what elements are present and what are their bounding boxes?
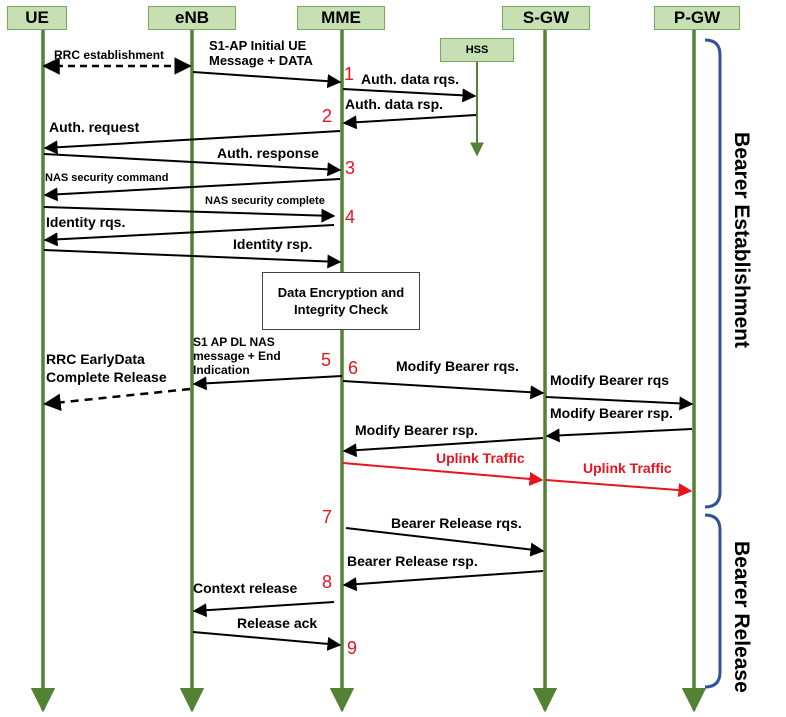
s1ap-dl-nas-label: S1 AP DL NAS message + End Indication (193, 335, 281, 377)
hss-entity: HSS (440, 38, 514, 62)
modify-bearer-rqs-1-label: Modify Bearer rqs. (396, 358, 519, 374)
step-number-7: 7 (322, 507, 333, 527)
step-number-8: 8 (322, 572, 333, 592)
uplink-traffic-2-label: Uplink Traffic (583, 460, 672, 476)
modify-bearer-rqs-2-label: Modify Bearer rqs (550, 372, 670, 388)
data-encryption-check-box: Data Encryption and Integrity Check (262, 272, 420, 330)
bearer-release-bracket (704, 513, 722, 689)
arrow-modify-bearer-rsp-1 (342, 437, 544, 458)
arrow-context-release (192, 601, 335, 618)
bearer-release-rqs-label: Bearer Release rqs. (391, 515, 522, 531)
step-number-9: 9 (347, 638, 358, 658)
ue-entity: UE (7, 6, 67, 30)
auth-data-rsp-label: Auth. data rsp. (345, 96, 444, 112)
modify-bearer-rsp-2-label: Modify Bearer rsp. (550, 405, 673, 421)
step-number-4: 4 (345, 207, 356, 227)
arrow-identity-rsp (43, 249, 342, 269)
arrow-release-ack (192, 631, 342, 651)
arrow-identity-rqs (43, 224, 335, 247)
identity-rqs-label: Identity rqs. (46, 214, 126, 230)
release-ack-label: Release ack (237, 615, 318, 631)
arrow-modify-bearer-rsp-2 (545, 428, 693, 443)
bearer-establishment-bracket (704, 38, 722, 509)
context-release-label: Context release (193, 580, 298, 596)
nas-security-complete-label: NAS security complete (205, 195, 325, 207)
nas-security-command-label: NAS security command (45, 172, 169, 184)
bearer-establishment-label: Bearer Establishment (730, 132, 753, 348)
arrow-uplink-traffic-2 (545, 479, 693, 498)
step-number-6: 6 (348, 358, 359, 378)
arrow-s1ap-dl-nas (192, 375, 343, 391)
bearer-release-label: Bearer Release (730, 541, 753, 693)
arrow-bearer-release-rsp (342, 570, 544, 592)
arrow-nas-security-command (43, 178, 341, 202)
s1ap-initial-label: S1-AP Initial UE Message + DATA (209, 38, 313, 68)
step-number-5: 5 (321, 350, 332, 370)
arrow-s1ap-initial (192, 71, 342, 89)
step-number-3: 3 (345, 158, 356, 178)
arrow-auth-data-rqs (342, 88, 477, 103)
auth-response-label: Auth. response (217, 145, 319, 161)
modify-bearer-rsp-1-label: Modify Bearer rsp. (355, 422, 478, 438)
step-number-2: 2 (322, 106, 333, 126)
identity-rsp-label: Identity rsp. (233, 236, 313, 252)
auth-request-label: Auth. request (49, 119, 140, 135)
pgw-entity: P-GW (654, 6, 740, 30)
sgw-entity: S-GW (502, 6, 590, 30)
rrc-earlydata-label: RRC EarlyData Complete Release (46, 351, 167, 385)
enb-entity: eNB (148, 6, 236, 30)
rrc-establishment-label: RRC establishment (54, 48, 165, 62)
mme-entity: MME (297, 6, 385, 30)
arrow-auth-request (43, 130, 341, 155)
bearer-release-rsp-label: Bearer Release rsp. (347, 553, 478, 569)
uplink-traffic-1-label: Uplink Traffic (436, 450, 525, 466)
auth-data-rqs-label: Auth. data rqs. (361, 71, 460, 87)
step-number-1: 1 (344, 64, 355, 84)
arrow-bearer-release-rqs (345, 527, 545, 557)
arrow-modify-bearer-rqs-1 (342, 380, 545, 400)
arrow-rrc-earlydata (43, 387, 191, 412)
arrow-auth-response (43, 153, 342, 177)
arrow-modify-bearer-rqs-2 (545, 396, 694, 411)
arrow-uplink-traffic-1 (342, 462, 544, 486)
arrow-nas-security-complete (43, 206, 336, 223)
arrow-auth-data-rsp (342, 114, 477, 130)
